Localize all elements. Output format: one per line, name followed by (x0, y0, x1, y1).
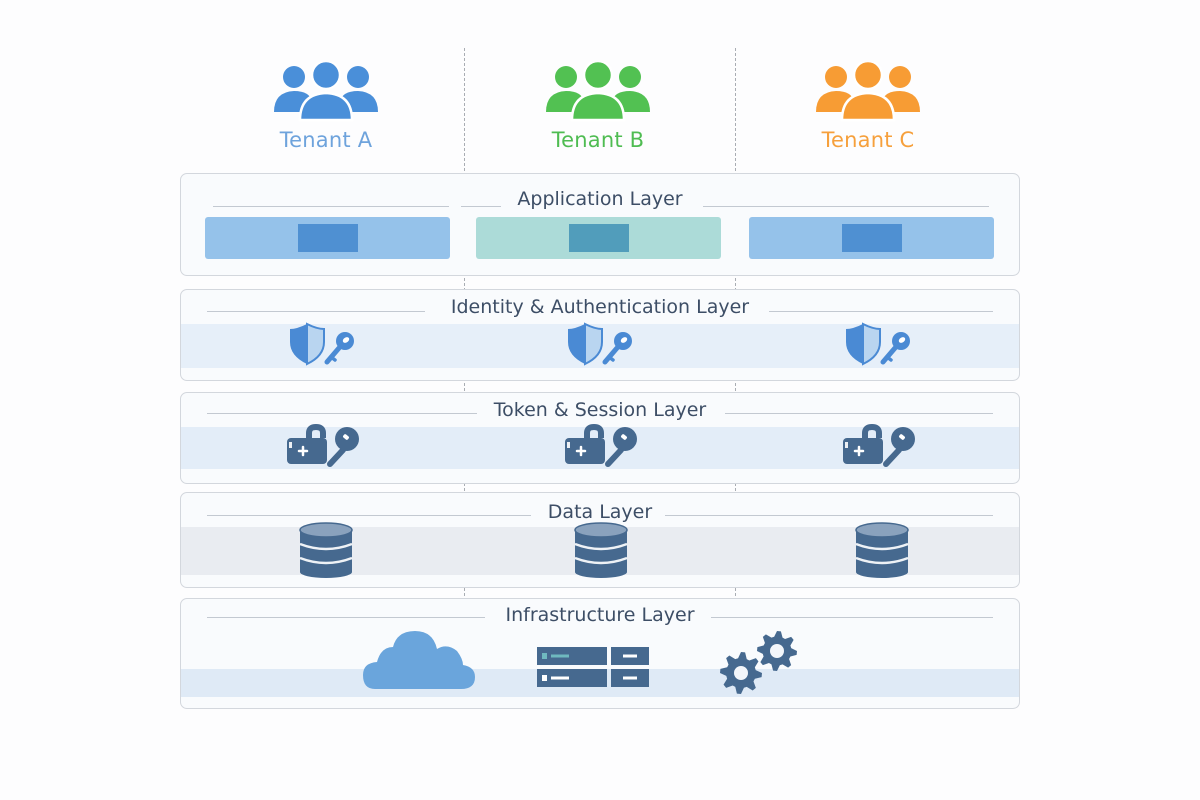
shield-key-icon (565, 320, 637, 370)
layer-title: Data Layer (547, 501, 653, 523)
title-rule-left (213, 206, 449, 207)
title-rule-right (711, 617, 993, 618)
database-icon (298, 522, 354, 582)
users-icon (508, 62, 688, 122)
tenant-b-data-cell (465, 522, 737, 582)
server-rack-icon (537, 647, 649, 693)
token-lock-key-icon (563, 423, 639, 472)
tenant-b-identity-cell (465, 320, 737, 370)
tenant-c-app-instance (749, 217, 994, 259)
tenant-b-app-instance (476, 217, 721, 259)
layer-title: Infrastructure Layer (505, 604, 695, 626)
users-icon (778, 62, 958, 122)
application-layer: Application Layer (180, 173, 1020, 276)
token-lock-key-icon (285, 423, 361, 472)
app-instance-block (841, 224, 902, 252)
tenant-c-header: Tenant C (778, 62, 958, 152)
data-layer: Data Layer (180, 492, 1020, 588)
title-rule-right (703, 206, 751, 207)
layer-title: Token & Session Layer (493, 399, 707, 421)
database-icon (573, 522, 629, 582)
title-rule-right (725, 413, 993, 414)
title-rule-left (207, 311, 425, 312)
shield-key-icon (843, 320, 915, 370)
title-rule-right (665, 515, 993, 516)
tenant-c-data-cell (737, 522, 1027, 582)
infrastructure-layer: Infrastructure Layer (180, 598, 1020, 709)
tenant-c-token-cell (737, 423, 1021, 473)
title-rule-left (207, 617, 485, 618)
tenant-b-header: Tenant B (508, 62, 688, 152)
shield-key-icon (287, 320, 359, 370)
title-rule-left-2 (461, 206, 501, 207)
title-rule-right-2 (751, 206, 989, 207)
tenant-c-identity-cell (737, 320, 1021, 370)
gears-icon (719, 631, 803, 701)
title-rule-right (769, 311, 993, 312)
token-session-layer: Token & Session Layer (180, 392, 1020, 484)
users-icon (236, 62, 416, 122)
app-instance-block (297, 224, 358, 252)
layer-title: Identity & Authentication Layer (450, 296, 750, 318)
database-icon (854, 522, 910, 582)
token-lock-key-icon (841, 423, 917, 472)
layer-title: Application Layer (517, 188, 683, 210)
tenant-a-app-instance (205, 217, 450, 259)
tenant-a-identity-cell (181, 320, 465, 370)
tenant-a-data-cell (181, 522, 471, 582)
title-rule-left (207, 413, 477, 414)
tenant-a-label: Tenant A (279, 128, 373, 152)
tenant-b-label: Tenant B (551, 128, 645, 152)
tenant-c-label: Tenant C (821, 128, 915, 152)
identity-authentication-layer: Identity & Authentication Layer (180, 289, 1020, 381)
app-instance-block (568, 224, 629, 252)
tenant-a-header: Tenant A (236, 62, 416, 152)
tenant-a-token-cell (181, 423, 465, 473)
cloud-icon (363, 629, 477, 695)
title-rule-left (207, 515, 531, 516)
tenant-b-token-cell (465, 423, 737, 473)
